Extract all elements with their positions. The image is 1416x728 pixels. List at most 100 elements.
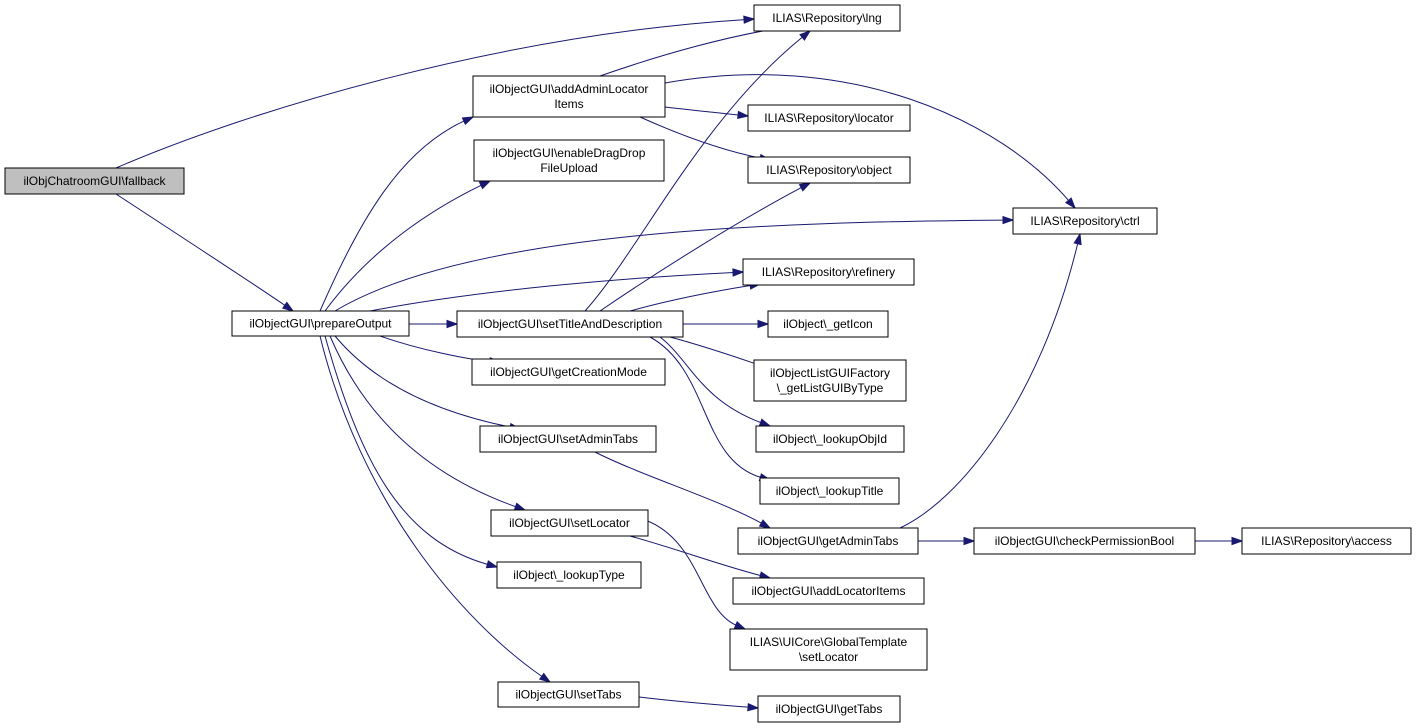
- node-refinery[interactable]: ILIAS\Repository\refinery: [742, 258, 915, 286]
- node-label: \setLocator: [799, 650, 858, 664]
- node-getAdminTabs[interactable]: ilObjectGUI\getAdminTabs: [737, 527, 919, 555]
- node-label: ilObjectGUI\setTitleAndDescription: [478, 317, 662, 331]
- edge-setTitleAndDescription-to-lookupObjId: [659, 336, 762, 424]
- edge-setLocator-to-addLocatorItems: [629, 535, 762, 577]
- node-lng[interactable]: ILIAS\Repository\lng: [753, 4, 901, 32]
- node-box: [490, 509, 649, 537]
- node-addLocatorItems[interactable]: ilObjectGUI\addLocatorItems: [732, 577, 925, 605]
- node-label: Items: [554, 97, 583, 111]
- node-box: [753, 359, 907, 402]
- edge-setTitleAndDescription-to-object-arrowhead: [798, 182, 812, 192]
- edge-prepareOutput-to-setTabs: [319, 335, 543, 678]
- edge-setTabs-to-getTabs-arrowhead: [747, 702, 760, 712]
- node-label: ilObjectGUI\getTabs: [776, 702, 883, 716]
- edge-prepareOutput-to-enableDragDropFileUpload: [324, 184, 483, 312]
- node-label: ILIAS\Repository\access: [1261, 534, 1392, 548]
- node-prepareOutput[interactable]: ilObjectGUI\prepareOutput: [231, 310, 410, 337]
- node-label: ILIAS\Repository\lng: [772, 11, 881, 25]
- node-label: ILIAS\Repository\object: [766, 163, 892, 177]
- node-label: ilObjectGUI\getCreationMode: [490, 365, 647, 379]
- node-box: [472, 75, 666, 118]
- edge-addAdminLocatorItems-to-ctrl: [664, 74, 1070, 202]
- node-box: [729, 628, 928, 671]
- node-label: ilObject\_lookupObjId: [773, 432, 887, 446]
- node-lookupTitle[interactable]: ilObject\_lookupTitle: [759, 477, 900, 505]
- node-label: ILIAS\UICore\GlobalTemplate: [750, 635, 908, 649]
- edge-addAdminLocatorItems-to-locator: [664, 106, 740, 116]
- node-fallback[interactable]: ilObjChatroomGUI\fallback: [4, 167, 185, 195]
- node-box: [747, 156, 911, 184]
- node-box: [973, 527, 1196, 555]
- edge-prepareOutput-to-refinery: [369, 271, 735, 312]
- node-label: ilObjectGUI\prepareOutput: [249, 317, 392, 331]
- node-setTabs[interactable]: ilObjectGUI\setTabs: [497, 681, 640, 708]
- edge-prepareOutput-to-lookupType-arrowhead: [485, 560, 499, 569]
- edge-prepareOutput-to-refinery-arrowhead: [732, 268, 745, 277]
- node-box: [755, 425, 905, 453]
- edge-setAdminTabs-to-getAdminTabs: [594, 451, 763, 525]
- node-box: [473, 139, 665, 182]
- node-checkPermissionBool[interactable]: ilObjectGUI\checkPermissionBool: [973, 527, 1196, 555]
- node-label: ilObject\_lookupType: [513, 568, 625, 582]
- edge-fallback-to-lng: [115, 19, 746, 169]
- edge-getAdminTabs-to-checkPermissionBool-arrowhead: [963, 536, 976, 546]
- node-setAdminTabs[interactable]: ilObjectGUI\setAdminTabs: [479, 425, 657, 453]
- edge-setTitleAndDescription-to-lng: [584, 36, 804, 312]
- node-label: ilObjChatroomGUI\fallback: [23, 174, 166, 188]
- node-label: ilObjectGUI\addLocatorItems: [751, 584, 905, 598]
- node-getTabs[interactable]: ilObjectGUI\getTabs: [757, 695, 901, 723]
- node-label: ILIAS\Repository\refinery: [762, 265, 895, 279]
- edge-addAdminLocatorItems-to-locator-arrowhead: [737, 110, 750, 120]
- node-getCreationMode[interactable]: ilObjectGUI\getCreationMode: [471, 358, 666, 386]
- edge-prepareOutput-to-lookupType: [324, 335, 489, 566]
- node-setTitleAndDescription[interactable]: ilObjectGUI\setTitleAndDescription: [456, 310, 684, 338]
- edge-fallback-to-lng-arrowhead: [743, 15, 756, 24]
- edge-addAdminLocatorItems-to-object: [639, 116, 762, 159]
- edge-setTitleAndDescription-to-object: [599, 186, 803, 312]
- node-label: ILIAS\Repository\ctrl: [1030, 214, 1139, 228]
- node-box: [479, 425, 657, 453]
- edge-prepareOutput-to-enableDragDropFileUpload-arrowhead: [478, 180, 492, 190]
- edge-prepareOutput-to-setLocator: [329, 335, 517, 508]
- node-box: [759, 477, 900, 505]
- edge-setTitleAndDescription-to-lookupObjId-arrowhead: [758, 418, 772, 427]
- node-label: ILIAS\Repository\locator: [764, 111, 893, 125]
- edge-addAdminLocatorItems-to-ctrl-arrowhead: [1064, 197, 1076, 210]
- node-label: ilObjectGUI\getAdminTabs: [758, 534, 899, 548]
- edge-addAdminLocatorItems-to-lng: [599, 25, 792, 77]
- edge-prepareOutput-to-setTitleAndDescription-arrowhead: [446, 319, 459, 329]
- node-object[interactable]: ILIAS\Repository\object: [747, 156, 911, 184]
- node-box: [1241, 527, 1412, 555]
- edge-checkPermissionBool-to-access-arrowhead: [1231, 536, 1244, 546]
- edge-layer: [115, 15, 1244, 712]
- node-getListGUIByType[interactable]: ilObjectListGUIFactory\_getListGUIByType: [753, 359, 907, 402]
- edge-getAdminTabs-to-ctrl: [899, 242, 1079, 529]
- edge-prepareOutput-to-setTabs-arrowhead: [538, 672, 552, 683]
- node-setLocator[interactable]: ilObjectGUI\setLocator: [490, 509, 649, 537]
- node-lookupObjId[interactable]: ilObject\_lookupObjId: [755, 425, 905, 453]
- node-ctrl[interactable]: ILIAS\Repository\ctrl: [1012, 207, 1158, 235]
- edge-prepareOutput-to-addAdminLocatorItems: [319, 120, 466, 312]
- node-lookupType[interactable]: ilObject\_lookupType: [496, 561, 642, 589]
- node-box: [757, 695, 901, 723]
- node-locator[interactable]: ILIAS\Repository\locator: [747, 104, 911, 132]
- edge-setTitleAndDescription-to-getListGUIByType: [669, 336, 757, 365]
- node-globalTemplateSetLocator[interactable]: ILIAS\UICore\GlobalTemplate\setLocator: [729, 628, 928, 671]
- edge-setTitleAndDescription-to-lookupTitle: [649, 336, 762, 479]
- node-box: [471, 358, 666, 386]
- node-label: ilObjectListGUIFactory: [770, 366, 890, 380]
- node-box: [1012, 207, 1158, 235]
- node-box: [497, 681, 640, 708]
- node-getIcon[interactable]: ilObject\_getIcon: [767, 310, 889, 338]
- node-access[interactable]: ILIAS\Repository\access: [1241, 527, 1412, 555]
- node-label: ilObject\_lookupTitle: [776, 484, 884, 498]
- node-label: ilObjectGUI\setAdminTabs: [498, 432, 638, 446]
- edge-getAdminTabs-to-ctrl-arrowhead: [1073, 232, 1082, 246]
- node-label: ilObjectGUI\setLocator: [509, 516, 630, 530]
- node-label: \_getListGUIByType: [777, 381, 884, 395]
- node-layer: ilObjChatroomGUI\fallback ilObjectGUI\pre…: [4, 4, 1412, 723]
- edge-prepareOutput-to-getCreationMode: [379, 335, 492, 362]
